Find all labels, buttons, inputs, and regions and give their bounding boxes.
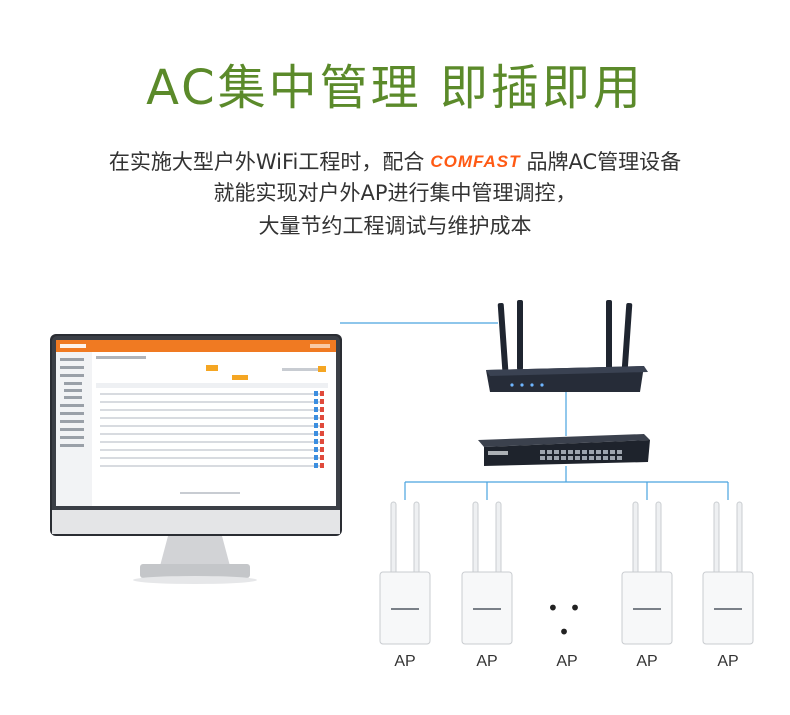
switch-ports [540, 450, 622, 460]
monitor [50, 334, 342, 584]
ui-header-bar [56, 340, 336, 352]
headline: AC集中管理 即插即用 [146, 60, 644, 116]
description-line-3: 大量节约工程调试与维护成本 [258, 214, 532, 238]
switch [478, 434, 650, 466]
monitor-stand-base [140, 564, 250, 578]
description-line-1-before: 在实施大型户外WiFi工程时，配合 [108, 150, 425, 174]
more-aps-ellipsis: • • • [547, 596, 583, 644]
access-point-3 [621, 501, 673, 645]
monitor-chin [52, 510, 340, 534]
connection-lines [340, 322, 729, 500]
ap-label-5: AP [717, 653, 739, 670]
access-point-1 [379, 501, 431, 645]
description-line-1: 在实施大型户外WiFi工程时，配合 COMFAST 品牌AC管理设备 [0, 152, 790, 173]
access-point-2 [461, 501, 513, 645]
description-line-2: 就能实现对户外AP进行集中管理调控， [213, 181, 577, 205]
router [486, 300, 648, 392]
ap-label-2: AP [476, 653, 498, 670]
monitor-screen [56, 340, 336, 506]
ui-logo [60, 344, 86, 348]
comfast-brand-logo: COMFAST [430, 152, 521, 171]
ap-label-1: AP [394, 653, 416, 670]
ap-label-4: AP [636, 653, 658, 670]
ui-table-header [96, 383, 328, 388]
access-point-4 [702, 501, 754, 645]
description-line-1-after: 品牌AC管理设备 [526, 150, 682, 174]
ap-label-3: AP [556, 653, 578, 670]
ui-row-actions [314, 391, 324, 468]
monitor-stand-neck [160, 536, 230, 566]
switch-body [484, 440, 650, 466]
ui-table-rows [100, 393, 320, 467]
